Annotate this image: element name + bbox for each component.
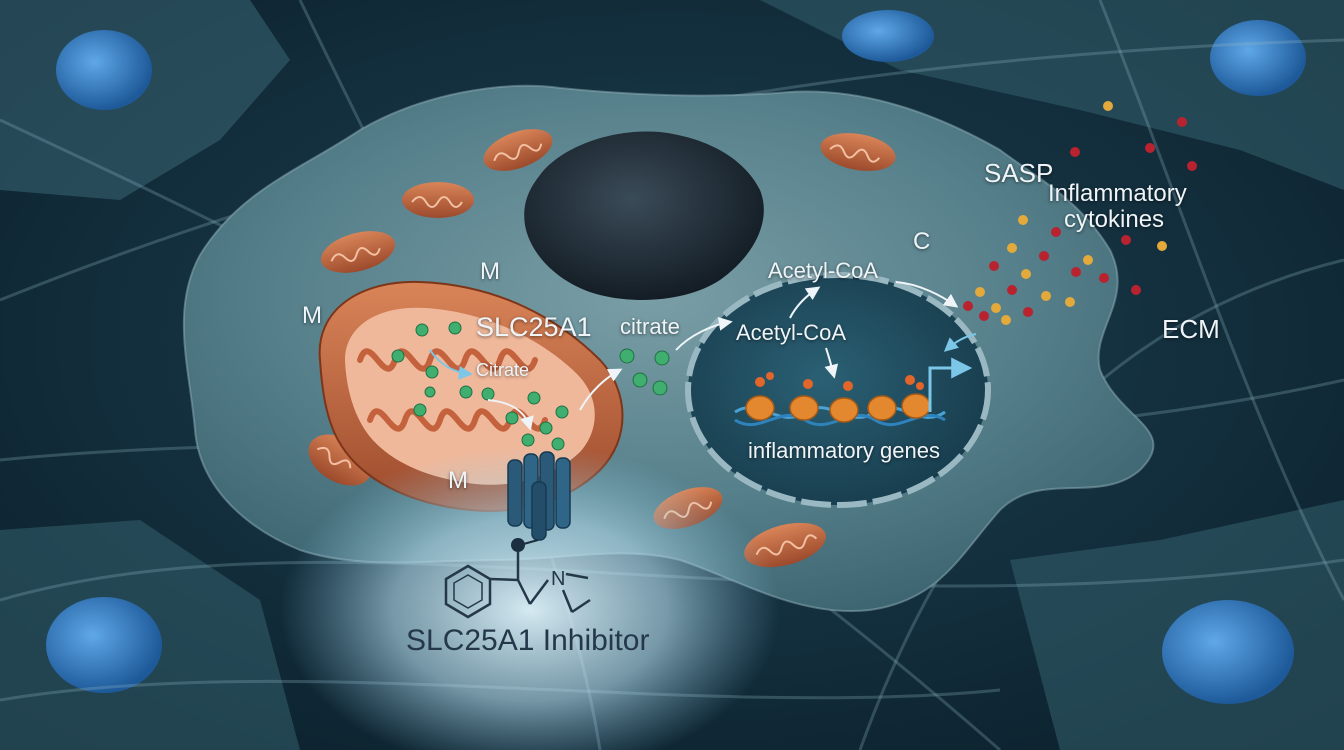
neighbour-nucleus-bottom-right <box>1162 600 1294 704</box>
neighbour-nucleus-top-right <box>1210 20 1306 96</box>
label-citrate-mito: Citrate <box>476 360 530 380</box>
inhibitor-glow <box>280 445 780 750</box>
neighbour-nucleus-top-left <box>56 30 152 110</box>
label-c: C <box>913 228 931 255</box>
small-mitochondria <box>308 129 896 568</box>
neighbour-nucleus-top-center <box>842 10 934 62</box>
label-m-bottom: M <box>448 467 468 494</box>
citrate-molecules <box>391 321 569 451</box>
acetyl-marks <box>755 372 924 391</box>
label-m-left: M <box>302 302 322 329</box>
label-inflammatory-genes: inflammatory genes <box>748 438 940 463</box>
label-slc25a1: SLC25A1 <box>476 312 592 342</box>
cytoplasm-citrate <box>619 348 670 396</box>
label-m-top: M <box>480 258 500 285</box>
nucleus <box>685 272 991 508</box>
label-inflammatory-cytokines-2: cytokines <box>1064 206 1165 233</box>
label-sasp: SASP <box>984 158 1054 188</box>
label-acetyl-coa-cyto: Acetyl-CoA <box>768 258 879 283</box>
histones <box>745 393 931 423</box>
inhibitor-molecule <box>444 538 591 619</box>
damaged-organelle <box>524 131 764 300</box>
neighbour-nucleus-bottom-left <box>46 597 162 693</box>
label-inflammatory-cytokines-1: Inflammatory <box>1048 180 1187 207</box>
slc25a1-transporter <box>507 451 571 546</box>
pathway-arrows <box>579 281 959 411</box>
sasp-cytokines <box>963 101 1197 325</box>
label-ecm: ECM <box>1162 314 1220 344</box>
label-citrate-cyto: citrate <box>620 314 680 339</box>
label-acetyl-coa-nucleus: Acetyl-CoA <box>736 320 847 345</box>
transcription-arrow-icon <box>928 357 973 412</box>
label-inhibitor-n: N <box>551 568 566 590</box>
label-slc25a1-inhibitor: SLC25A1 Inhibitor <box>406 624 650 657</box>
feedback-arrow <box>943 333 977 352</box>
